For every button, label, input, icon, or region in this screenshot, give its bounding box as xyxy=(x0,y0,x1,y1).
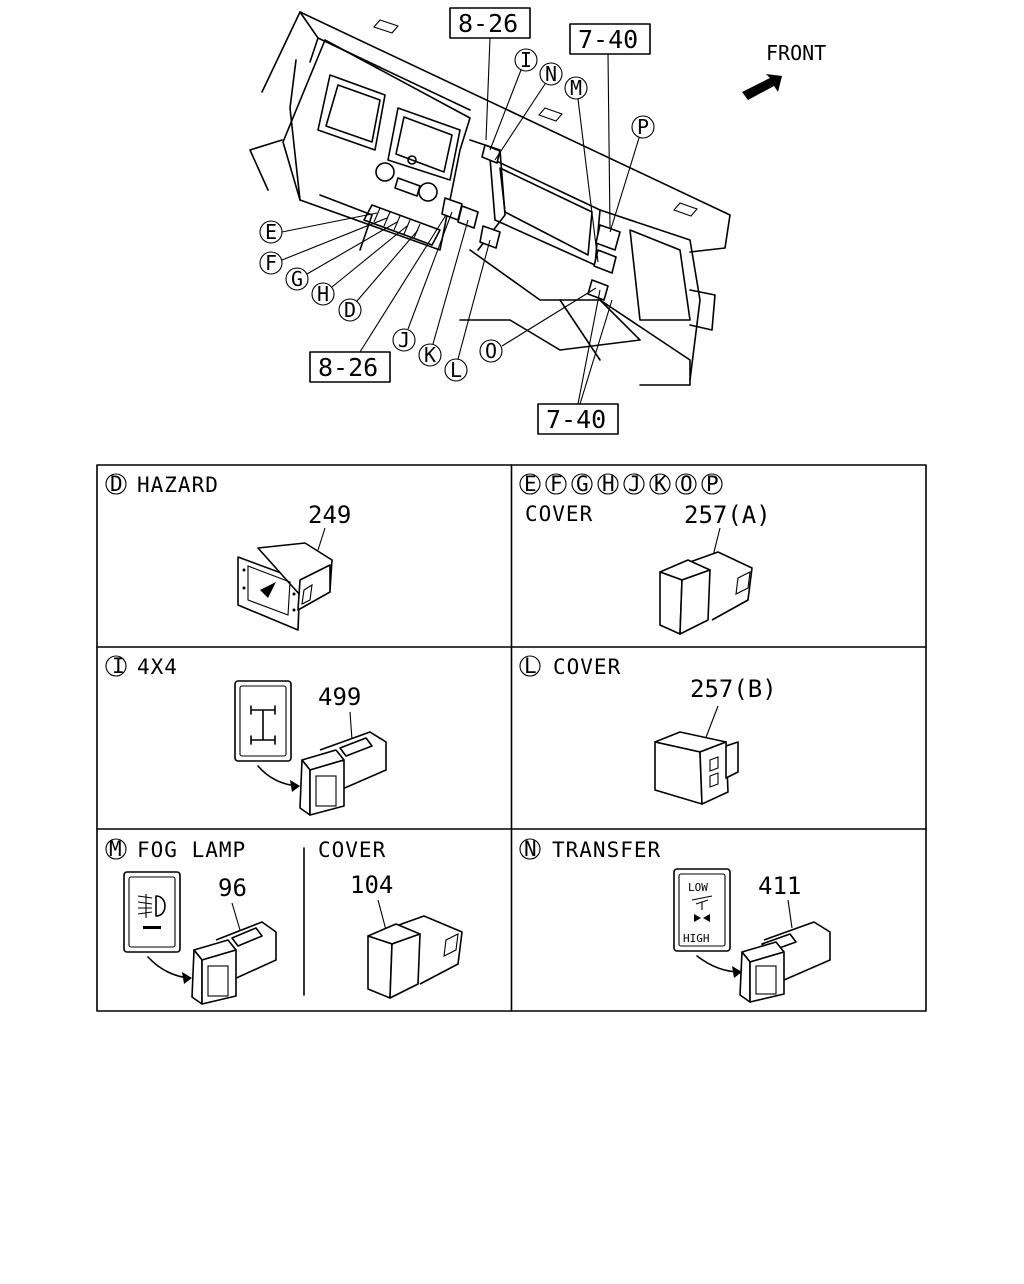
svg-text:7-40: 7-40 xyxy=(578,25,638,54)
hazard-switch-drawing xyxy=(237,542,333,631)
svg-text:K: K xyxy=(424,343,436,367)
hazard-title: HAZARD xyxy=(137,473,219,497)
svg-text:O: O xyxy=(485,339,497,363)
cell-cover-a: E F G H J K O P COVER 257(A) xyxy=(519,472,771,635)
svg-text:H: H xyxy=(317,282,329,306)
cover-b-letter: L xyxy=(524,654,538,678)
svg-text:M: M xyxy=(570,76,582,100)
transfer-indicator-icon: LOW HIGH xyxy=(673,868,731,952)
svg-text:K: K xyxy=(654,472,668,496)
hazard-part-no: 249 xyxy=(308,501,351,529)
ref-box-8-26-top: 8-26 xyxy=(449,7,531,141)
transfer-part-no: 411 xyxy=(758,872,801,900)
callout-f: F xyxy=(259,217,388,275)
dashboard-illustration xyxy=(249,11,731,386)
callouts: I N M P E F G H D J K L O xyxy=(259,48,655,382)
4x4-indicator-icon xyxy=(234,680,292,762)
callout-g: G xyxy=(285,221,398,291)
transfer-low-label: LOW xyxy=(688,881,708,894)
cover-b-part-no: 257(B) xyxy=(690,675,777,703)
callout-d: D xyxy=(338,229,419,322)
svg-text:O: O xyxy=(680,472,694,496)
callout-j: J xyxy=(392,211,453,352)
cover-a-letters: E F G H J K O P xyxy=(519,472,723,496)
transfer-high-label: HIGH xyxy=(683,932,710,945)
fog-cover-part-no: 104 xyxy=(350,871,393,899)
four-by-four-part-no: 499 xyxy=(318,683,361,711)
transfer-switch-drawing xyxy=(739,921,831,1003)
fog-lamp-switch-drawing xyxy=(191,921,277,1005)
callout-i: I xyxy=(489,48,538,151)
svg-text:L: L xyxy=(450,358,462,382)
4x4-switch-drawing xyxy=(299,731,387,816)
svg-text:F: F xyxy=(265,251,277,275)
svg-text:E: E xyxy=(524,472,538,496)
transfer-letter: N xyxy=(524,837,538,861)
callout-k: K xyxy=(418,219,469,367)
four-by-four-title: 4X4 xyxy=(137,655,178,679)
svg-text:8-26: 8-26 xyxy=(318,353,378,382)
cover-a-part-no: 257(A) xyxy=(684,501,771,529)
cover-b-drawing xyxy=(654,731,739,805)
callout-o: O xyxy=(479,287,597,363)
cell-cover-b: L COVER 257(B) xyxy=(519,654,777,805)
fog-lamp-title: FOG LAMP xyxy=(137,838,246,862)
fog-cover-drawing xyxy=(367,915,463,999)
cell-fog-lamp: M FOG LAMP 96 COVER 104 xyxy=(105,837,463,1005)
cell-hazard: D HAZARD 249 xyxy=(105,472,351,631)
cell-4x4: I 4X4 499 xyxy=(105,654,387,816)
front-direction-arrow: FRONT xyxy=(742,41,826,100)
callout-p: P xyxy=(609,115,655,233)
svg-text:I: I xyxy=(520,48,532,72)
callout-l: L xyxy=(444,239,491,382)
cover-a-drawing xyxy=(659,551,753,635)
svg-text:8-26: 8-26 xyxy=(458,9,518,38)
svg-text:G: G xyxy=(291,267,303,291)
callout-n: N xyxy=(494,62,563,161)
svg-text:J: J xyxy=(398,328,410,352)
front-label: FRONT xyxy=(766,41,826,65)
callout-e: E xyxy=(259,212,378,244)
cover-a-title: COVER xyxy=(525,502,593,526)
cover-b-title: COVER xyxy=(553,655,621,679)
svg-text:G: G xyxy=(576,472,590,496)
cell-transfer: N TRANSFER 411 LOW HIGH xyxy=(519,837,831,1003)
fog-lamp-letter: M xyxy=(109,837,123,861)
four-by-four-letter: I xyxy=(112,654,126,678)
fog-lamp-indicator-icon xyxy=(123,871,181,953)
svg-text:P: P xyxy=(637,115,649,139)
parts-table xyxy=(96,464,927,1012)
svg-text:D: D xyxy=(344,298,356,322)
svg-text:P: P xyxy=(706,472,720,496)
svg-text:E: E xyxy=(265,220,277,244)
fog-cover-title: COVER xyxy=(318,838,386,862)
svg-text:N: N xyxy=(545,62,557,86)
svg-text:J: J xyxy=(628,472,642,496)
ref-box-7-40-top: 7-40 xyxy=(569,23,651,229)
callout-h: H xyxy=(311,225,408,306)
hazard-letter: D xyxy=(110,472,124,496)
fog-lamp-part-no: 96 xyxy=(218,874,247,902)
svg-text:F: F xyxy=(550,472,564,496)
transfer-title: TRANSFER xyxy=(552,838,661,862)
callout-m: M xyxy=(564,76,599,263)
ref-box-8-26-bottom: 8-26 xyxy=(309,214,447,383)
ref-box-7-40-bottom: 7-40 xyxy=(537,289,619,435)
svg-text:7-40: 7-40 xyxy=(546,405,606,434)
svg-text:H: H xyxy=(602,472,616,496)
